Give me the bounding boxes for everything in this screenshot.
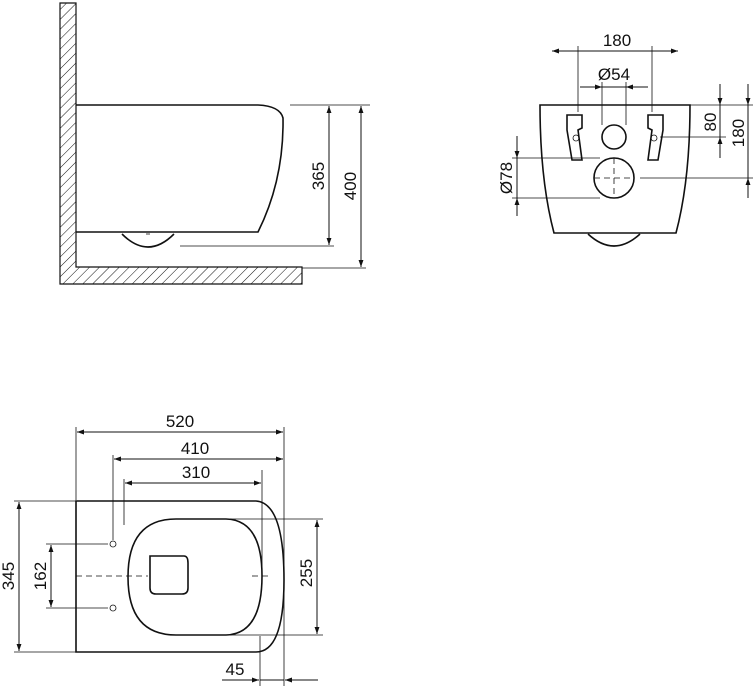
bolt-slot-right (647, 114, 664, 161)
top-bowl-outline (75, 500, 285, 653)
dim-label-180-top: 180 (603, 31, 631, 50)
fixing-hole-bottom (109, 604, 117, 612)
toilet-seat-outline (127, 518, 263, 636)
dim-label-410: 410 (181, 439, 209, 458)
dim-label-180-right: 180 (729, 119, 748, 147)
dim-label-255: 255 (297, 559, 316, 587)
fixing-hole-top (109, 540, 117, 548)
dim-label-520: 520 (166, 412, 194, 431)
bolt-slot-left (566, 114, 583, 161)
dim-label-inlet-diameter: Ø54 (598, 65, 630, 84)
bowl-opening (149, 555, 189, 595)
side-bowl-outline (76, 104, 284, 233)
dim-label-80: 80 (701, 113, 720, 132)
wall-hatch (59, 2, 303, 285)
dim-label-400: 400 (341, 172, 360, 200)
dim-label-45: 45 (226, 660, 245, 679)
dim-label-outlet-diameter: Ø78 (497, 162, 516, 194)
top-view: 520 410 310 345 162 255 45 (0, 412, 323, 686)
side-view: 365 400 (59, 2, 370, 285)
dim-label-310: 310 (182, 463, 210, 482)
rear-bowl-outline (539, 104, 691, 234)
dim-label-365: 365 (309, 162, 328, 190)
water-inlet (601, 124, 627, 150)
side-outlet-bump (121, 233, 175, 248)
rear-view: 180 Ø54 80 180 Ø78 (497, 31, 753, 247)
dim-label-162: 162 (31, 562, 50, 590)
dim-label-345: 345 (0, 562, 18, 590)
